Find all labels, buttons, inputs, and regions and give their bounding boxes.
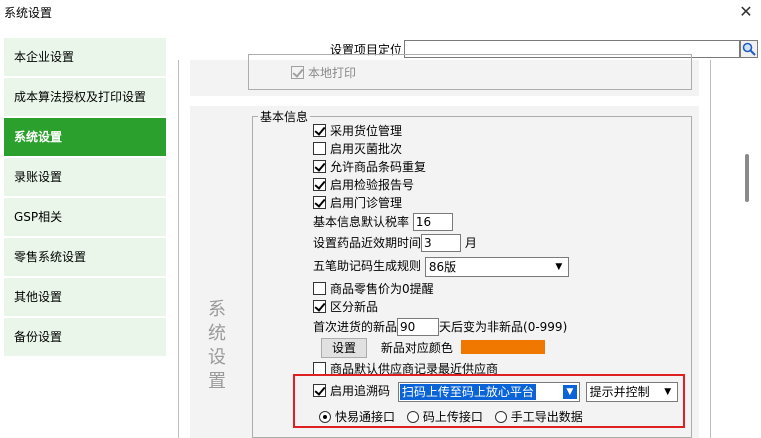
zero-price-checkbox[interactable] (313, 282, 326, 295)
scrollbar-thumb[interactable] (745, 154, 749, 202)
distinguish-new-label: 区分新品 (330, 300, 379, 314)
inspection-report-label: 启用检验报告号 (330, 178, 415, 192)
traceability-highlight (293, 374, 685, 428)
interface-label-kuaiyitong: 快易通接口 (335, 410, 396, 424)
distinguish-new-checkbox[interactable] (313, 300, 326, 313)
platform-select[interactable]: 扫码上传至码上放心平台 ▼ (397, 382, 580, 402)
sidebar-item-accounting[interactable]: 录账设置 (4, 158, 166, 196)
default-supplier-label: 商品默认供应商记录最近供应商 (330, 362, 499, 376)
zero-price-label: 商品零售价为0提醒 (330, 282, 434, 296)
interface-radio-kuaiyitong[interactable] (319, 411, 331, 423)
wubi-select-value: 86版 (428, 260, 457, 274)
wubi-row: 五笔助记码生成规则 86版 ▼ (313, 257, 569, 277)
basic-info-group: 基本信息 采用货位管理 启用灭菌批次 允许商品条码重复 启用检验报告号 启用门诊… (252, 108, 692, 438)
zero-price-row[interactable]: 商品零售价为0提醒 (313, 280, 434, 298)
use-location-checkbox[interactable] (313, 124, 326, 137)
default-tax-input[interactable]: 16 (412, 213, 453, 231)
search-input[interactable] (404, 40, 740, 58)
use-location-label: 采用货位管理 (330, 124, 403, 138)
local-print-label: 本地打印 (308, 66, 357, 80)
clinic-mgmt-label: 启用门诊管理 (330, 196, 403, 210)
traceability-checkbox[interactable] (313, 384, 326, 397)
chevron-down-icon: ▼ (664, 387, 672, 397)
sterile-batch-checkbox[interactable] (313, 142, 326, 155)
sidebar-item-company[interactable]: 本企业设置 (4, 38, 166, 76)
new-after-input[interactable]: 90 (397, 318, 440, 336)
new-color-label: 新品对应颜色 (380, 341, 453, 355)
new-color-swatch[interactable] (460, 340, 545, 354)
mode-select[interactable]: 提示并控制 ▼ (585, 382, 678, 402)
set-color-button[interactable]: 设置 (321, 338, 368, 358)
new-after-suffix: 天后变为非新品(0-999) (439, 320, 568, 334)
interface-radio-row: 快易通接口 码上传接口 手工导出数据 (319, 408, 583, 426)
inspection-report-checkbox[interactable] (313, 178, 326, 191)
print-panel (190, 60, 699, 96)
default-tax-row: 基本信息默认税率 16 (313, 213, 453, 231)
wubi-select[interactable]: 86版 ▼ (424, 257, 569, 277)
local-print-checkbox[interactable] (291, 66, 304, 79)
chevron-down-icon: ▼ (555, 262, 563, 272)
inspection-report-row[interactable]: 启用检验报告号 (313, 176, 414, 194)
traceability-row: 启用追溯码 扫码上传至码上放心平台 ▼ 提示并控制 ▼ (313, 382, 678, 402)
expiry-label: 设置药品近效期时间 (313, 236, 422, 250)
sidebar-item-retail[interactable]: 零售系统设置 (4, 238, 166, 276)
sterile-batch-label: 启用灭菌批次 (330, 142, 403, 156)
distinguish-new-row[interactable]: 区分新品 (313, 298, 378, 316)
settings-panel (178, 60, 711, 438)
search-button[interactable] (740, 40, 758, 58)
mode-select-value: 提示并控制 (589, 385, 650, 399)
sidebar-item-gsp[interactable]: GSP相关 (4, 198, 166, 236)
window-title: 系统设置 (4, 6, 53, 20)
sidebar-item-system[interactable]: 系统设置 (4, 118, 166, 156)
sterile-batch-row[interactable]: 启用灭菌批次 (313, 140, 402, 158)
wubi-label: 五笔助记码生成规则 (313, 259, 422, 273)
default-tax-label: 基本信息默认税率 (313, 215, 410, 229)
traceability-label: 启用追溯码 (330, 384, 391, 398)
allow-dup-barcode-checkbox[interactable] (313, 160, 326, 173)
allow-dup-barcode-row[interactable]: 允许商品条码重复 (313, 158, 426, 176)
interface-label-manual: 手工导出数据 (510, 410, 583, 424)
default-supplier-row[interactable]: 商品默认供应商记录最近供应商 (313, 360, 498, 378)
search-label: 设置项目定位 (330, 43, 403, 57)
platform-select-value: 扫码上传至码上放心平台 (399, 384, 536, 400)
new-after-label: 首次进货的新品 (313, 320, 398, 334)
print-group: 本地打印 (248, 54, 692, 90)
allow-dup-barcode-label: 允许商品条码重复 (330, 160, 427, 174)
expiry-unit: 月 (464, 236, 477, 250)
basic-info-legend: 基本信息 (258, 108, 311, 125)
interface-label-upload: 码上传接口 (422, 410, 483, 424)
sidebar: 本企业设置 成本算法授权及打印设置 系统设置 录账设置 GSP相关 零售系统设置… (4, 38, 166, 438)
local-print-row[interactable]: 本地打印 (291, 64, 356, 82)
search-icon (742, 42, 756, 56)
interface-radio-upload[interactable] (406, 411, 419, 423)
close-icon[interactable]: ✕ (739, 2, 753, 21)
scrollbar[interactable] (735, 60, 761, 438)
title-bar: 系统设置 ✕ (0, 0, 761, 26)
sidebar-item-other[interactable]: 其他设置 (4, 278, 166, 316)
clinic-mgmt-checkbox[interactable] (313, 196, 326, 209)
chevron-down-icon: ▼ (562, 385, 577, 399)
sidebar-item-cost-print[interactable]: 成本算法授权及打印设置 (4, 78, 166, 116)
use-location-row[interactable]: 采用货位管理 (313, 122, 402, 140)
clinic-mgmt-row[interactable]: 启用门诊管理 (313, 194, 402, 212)
new-color-row: 设置 新品对应颜色 (321, 338, 545, 358)
section-vertical-label: 系统设置 (208, 299, 226, 392)
interface-radio-manual[interactable] (494, 411, 507, 423)
expiry-input[interactable]: 3 (421, 234, 462, 252)
sidebar-item-backup[interactable]: 备份设置 (4, 318, 166, 356)
